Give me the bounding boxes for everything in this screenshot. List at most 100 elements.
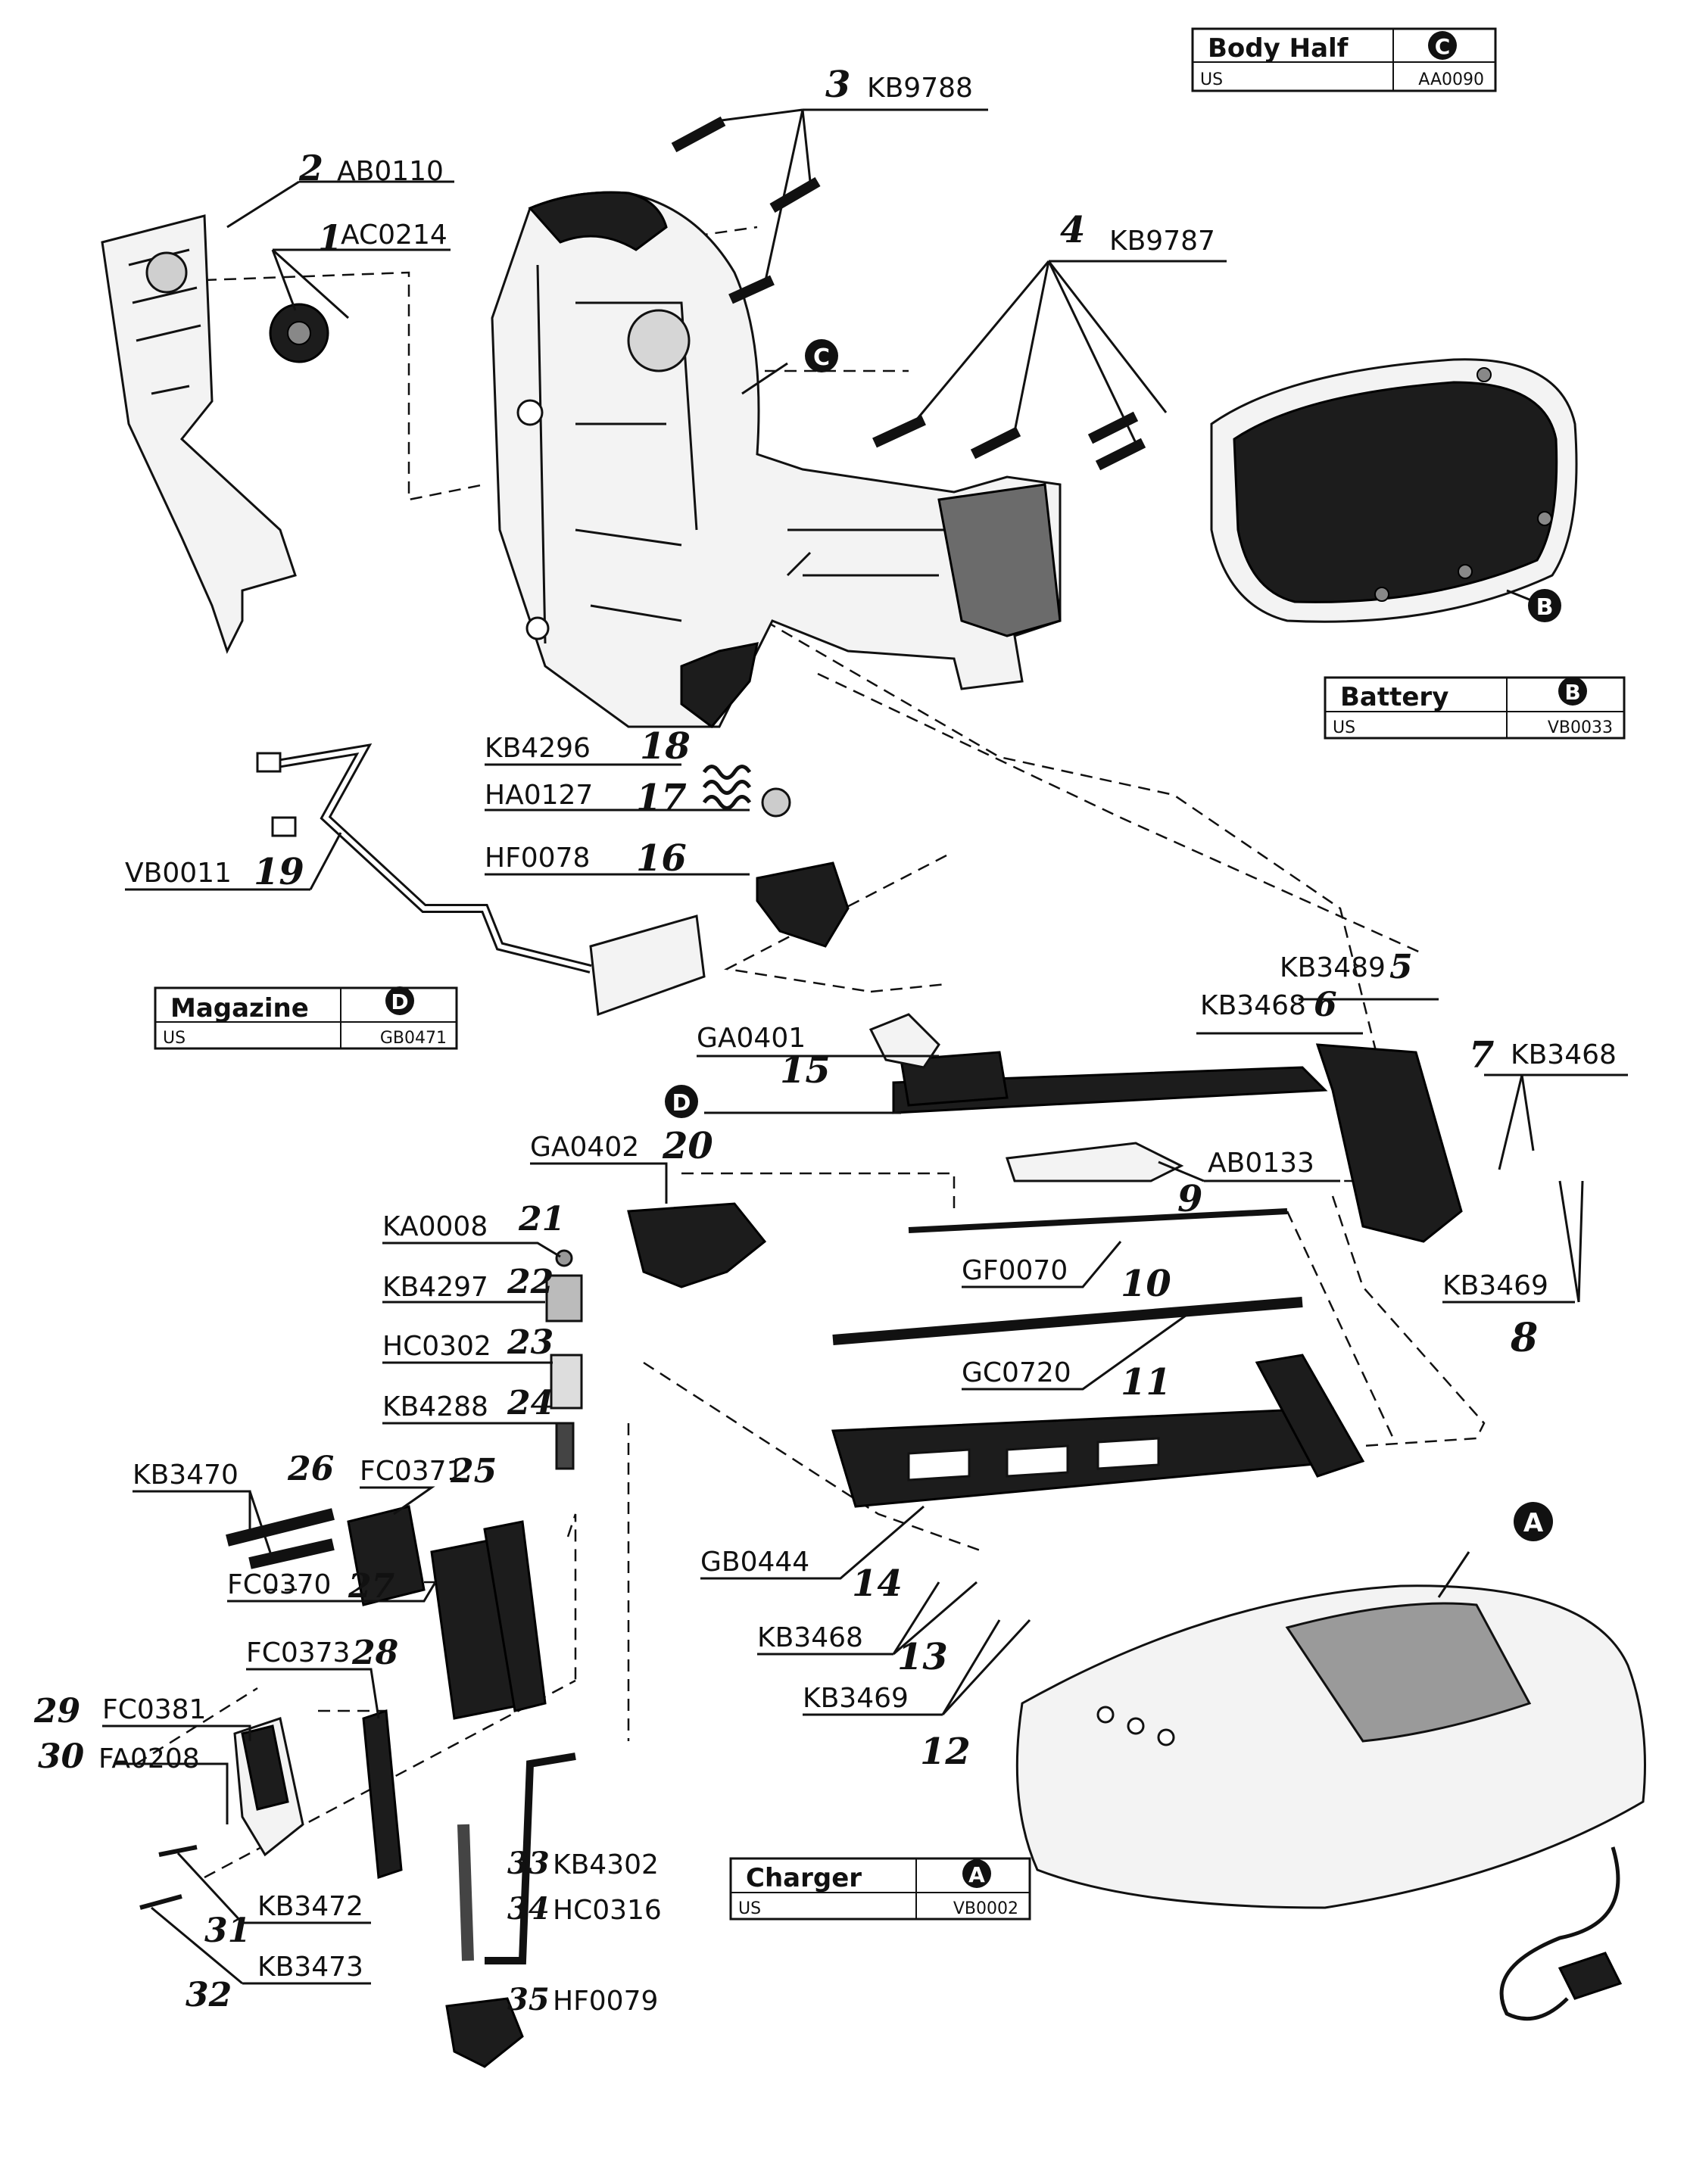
switch-assembly bbox=[101, 214, 329, 654]
legend-body-half-part: AA0090 bbox=[1418, 70, 1484, 89]
legend-battery: Battery B US VB0033 bbox=[1324, 676, 1626, 740]
part-31-number: 31 bbox=[204, 1911, 251, 1950]
part-4-number: 4 bbox=[1060, 209, 1085, 251]
part-3-code: KB9788 bbox=[867, 73, 973, 104]
wire-harness bbox=[256, 743, 706, 1017]
legend-magazine-letter: D bbox=[391, 989, 408, 1014]
legend-body-half-title: Body Half bbox=[1208, 33, 1349, 64]
part-14-code: GB0444 bbox=[700, 1547, 809, 1578]
legend-magazine-title: Magazine bbox=[170, 993, 309, 1023]
part-20-number: 20 bbox=[662, 1125, 713, 1167]
rod-and-cap-33-35 bbox=[445, 1752, 576, 2068]
spring-stack-21-24 bbox=[545, 1249, 583, 1470]
part-25-number: 25 bbox=[450, 1452, 497, 1491]
callout-letter-d: D bbox=[665, 1085, 698, 1118]
part-26-number: 26 bbox=[287, 1450, 334, 1488]
svg-text:C: C bbox=[813, 344, 830, 371]
part-3-number: 3 bbox=[825, 64, 850, 106]
part-16-number: 16 bbox=[636, 837, 687, 880]
part-4-code: KB9787 bbox=[1109, 226, 1215, 257]
part-34-code: HC0316 bbox=[553, 1895, 662, 1926]
part-19-code: VB0011 bbox=[125, 858, 232, 889]
part-22-code: KB4297 bbox=[382, 1272, 488, 1303]
part-35-number: 35 bbox=[507, 1982, 550, 2017]
legend-battery-part: VB0033 bbox=[1548, 718, 1613, 737]
part-7-code: KB3468 bbox=[1511, 1039, 1617, 1070]
part-5-code: KB3489 bbox=[1280, 952, 1386, 983]
part-16-code: HF0078 bbox=[485, 843, 590, 874]
part-27-number: 27 bbox=[348, 1567, 395, 1606]
part-12-code: KB3469 bbox=[803, 1683, 909, 1714]
part-24-number: 24 bbox=[507, 1384, 553, 1422]
part-5-number: 5 bbox=[1389, 948, 1413, 986]
part-10-code: GF0070 bbox=[962, 1255, 1068, 1286]
svg-text:D: D bbox=[672, 1090, 691, 1117]
part-2-number: 2 bbox=[298, 148, 323, 188]
part-26-code: KB3470 bbox=[133, 1460, 239, 1491]
legend-charger-region: US bbox=[738, 1899, 761, 1918]
part-32-number: 32 bbox=[186, 1976, 232, 2014]
part-1-code: AC0214 bbox=[341, 220, 447, 251]
part-10-number: 10 bbox=[1121, 1263, 1171, 1305]
magazine-assembly bbox=[831, 1013, 1463, 1508]
part-29-code: FC0381 bbox=[102, 1694, 206, 1725]
legend-magazine: Magazine D US GB0471 bbox=[154, 986, 458, 1050]
legend-body-half-letter: C bbox=[1435, 34, 1451, 59]
part-13-code: KB3468 bbox=[757, 1622, 863, 1653]
driver-block-25-28 bbox=[226, 1505, 547, 1880]
part-30-number: 30 bbox=[38, 1737, 85, 1776]
legend-body-half-region: US bbox=[1200, 70, 1223, 89]
legend-battery-letter: B bbox=[1564, 680, 1580, 705]
leader-lines bbox=[102, 108, 1628, 1985]
part-22-number: 22 bbox=[507, 1263, 553, 1301]
legend-battery-title: Battery bbox=[1340, 682, 1448, 712]
part-11-number: 11 bbox=[1121, 1361, 1171, 1404]
part-24-code: KB4288 bbox=[382, 1391, 488, 1422]
part-34-number: 34 bbox=[507, 1891, 550, 1927]
part-17-code: HA0127 bbox=[485, 780, 593, 811]
part-31-code: KB3472 bbox=[257, 1891, 363, 1922]
part-14-number: 14 bbox=[852, 1562, 903, 1605]
callout-letter-b: B bbox=[1528, 589, 1561, 622]
part-1-number: 1 bbox=[318, 217, 342, 258]
part-7-number: 7 bbox=[1469, 1034, 1494, 1076]
legend-charger: Charger A US VB0002 bbox=[729, 1857, 1031, 1921]
part-33-number: 33 bbox=[507, 1846, 550, 1881]
latch-29-32 bbox=[139, 1717, 304, 1910]
part-28-number: 28 bbox=[351, 1634, 398, 1672]
part-15-code: GA0401 bbox=[697, 1023, 806, 1054]
part-9-number: 9 bbox=[1177, 1178, 1202, 1220]
legend-battery-region: US bbox=[1333, 718, 1355, 737]
part-23-code: HC0302 bbox=[382, 1331, 491, 1362]
legend-magazine-region: US bbox=[163, 1029, 186, 1048]
callout-letter-a: A bbox=[1514, 1502, 1553, 1541]
nose-piece-20 bbox=[627, 1202, 767, 1288]
part-18-number: 18 bbox=[640, 725, 691, 768]
part-19-number: 19 bbox=[254, 851, 304, 893]
springs-and-caps-16-18 bbox=[702, 765, 850, 948]
legend-charger-title: Charger bbox=[746, 1863, 862, 1893]
part-29-number: 29 bbox=[33, 1692, 80, 1731]
legend-charger-part: VB0002 bbox=[953, 1899, 1018, 1918]
callout-letter-c: C bbox=[805, 339, 838, 372]
part-12-number: 12 bbox=[920, 1731, 971, 1773]
part-32-code: KB3473 bbox=[257, 1952, 363, 1983]
part-6-number: 6 bbox=[1314, 986, 1337, 1024]
part-21-number: 21 bbox=[518, 1200, 565, 1238]
legend-body-half: Body Half C US AA0090 bbox=[1191, 27, 1497, 92]
part-27-code: FC0370 bbox=[227, 1569, 331, 1600]
part-8-code: KB3469 bbox=[1442, 1270, 1548, 1301]
part-13-number: 13 bbox=[897, 1636, 948, 1678]
part-30-code: FA0208 bbox=[98, 1743, 200, 1774]
part-23-number: 23 bbox=[507, 1323, 553, 1362]
part-25-code: FC0371 bbox=[360, 1456, 463, 1487]
svg-text:A: A bbox=[1523, 1508, 1544, 1538]
battery-pack bbox=[1210, 358, 1578, 623]
part-35-code: HF0079 bbox=[553, 1986, 658, 2017]
part-17-number: 17 bbox=[636, 777, 687, 819]
part-6-code: KB3468 bbox=[1200, 990, 1306, 1021]
svg-text:B: B bbox=[1536, 594, 1554, 621]
legend-charger-letter: A bbox=[968, 1862, 985, 1887]
body-half-housing bbox=[491, 191, 1062, 729]
